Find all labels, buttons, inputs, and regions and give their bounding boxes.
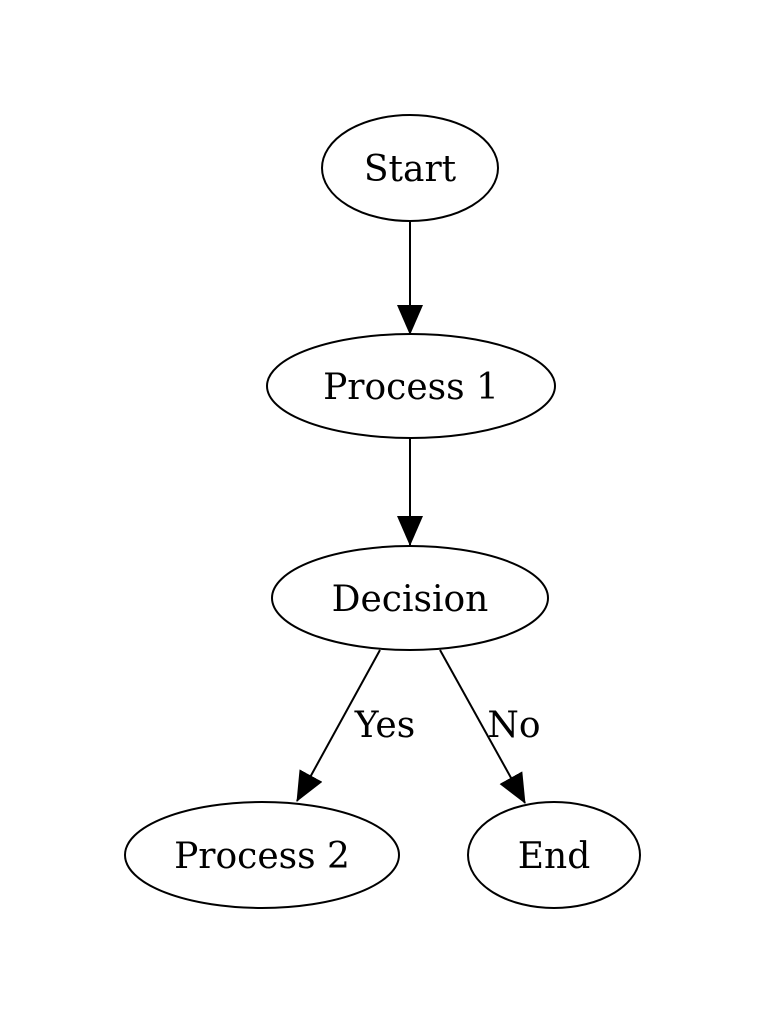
edge-decision-end: No — [439, 649, 541, 804]
edge-decision-process2: Yes — [296, 649, 415, 802]
node-decision: Decision — [271, 545, 549, 651]
node-end-label: End — [518, 836, 591, 877]
edge-label-no: No — [487, 705, 540, 746]
node-process-1-ellipse — [266, 333, 556, 439]
node-end: End — [467, 801, 641, 909]
node-decision-ellipse — [271, 545, 549, 651]
edge-label-yes: Yes — [354, 705, 415, 746]
node-process-2-label: Process 2 — [174, 836, 350, 877]
node-start: Start — [321, 114, 499, 222]
edge-line-decision-process2 — [296, 649, 381, 802]
node-start-label: Start — [364, 149, 457, 190]
node-end-ellipse — [467, 801, 641, 909]
node-decision-label: Decision — [332, 579, 489, 620]
node-process-1: Process 1 — [266, 333, 556, 439]
node-process-2-ellipse — [124, 801, 400, 909]
node-start-ellipse — [321, 114, 499, 222]
node-process-1-label: Process 1 — [323, 367, 499, 408]
node-process-2: Process 2 — [124, 801, 400, 909]
edge-line-decision-end — [439, 649, 526, 804]
